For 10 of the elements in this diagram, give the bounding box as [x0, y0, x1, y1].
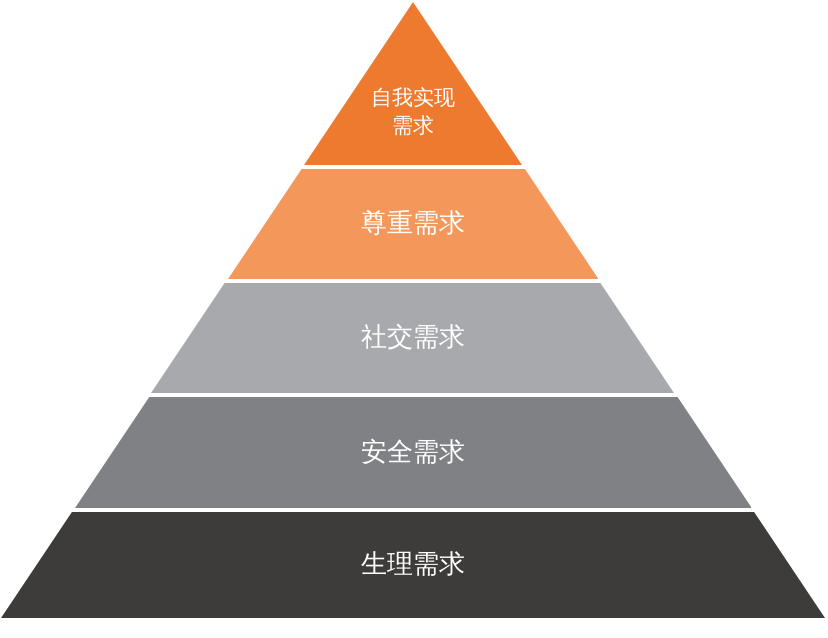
pyramid-tier: [74, 397, 752, 508]
pyramid-tier: [228, 169, 598, 279]
tier-label: 安全需求: [360, 436, 465, 469]
tier-label: 社交需求: [360, 321, 465, 354]
tier-label: 生理需求: [361, 548, 465, 582]
pyramid-tier: [1, 512, 825, 618]
tier-label: 自我实现需求: [370, 84, 456, 140]
pyramid-top-triangle: [304, 2, 522, 165]
tier-label: 尊重需求: [360, 207, 465, 240]
pyramid-tier: [151, 283, 674, 393]
